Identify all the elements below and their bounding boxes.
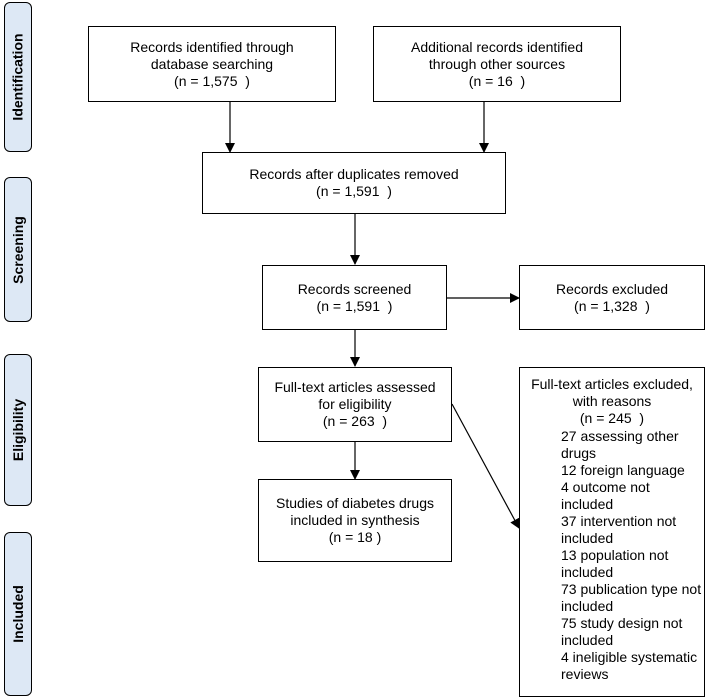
exclusion-reason: 4 ineligible systematic reviews [561, 649, 698, 682]
exclusion-reasons-list: 27 assessing other drugs 12 foreign lang… [520, 428, 704, 683]
exclusion-reason: 12 foreign language [561, 462, 685, 478]
stage-included: Included [4, 532, 32, 696]
box-fulltext-excluded: Full-text articles excluded, with reason… [519, 367, 705, 697]
box-records-excluded: Records excluded (n = 1,328 ) [519, 265, 705, 330]
exclusion-reason: 4 outcome not included [561, 479, 650, 512]
box-studies-included: Studies of diabetes drugs included in sy… [258, 479, 452, 562]
exclusion-reason: 73 publication type not included [561, 581, 702, 614]
box-fulltext-assessed: Full-text articles assessed for eligibil… [258, 367, 452, 442]
exclusion-reason: 75 study design not included [561, 615, 683, 648]
box-database-searching: Records identified through database sear… [88, 26, 336, 102]
exclusion-reason: 13 population not included [561, 547, 669, 580]
fulltext-excluded-heading: Full-text articles excluded, with reason… [531, 376, 693, 426]
box-records-screened: Records screened (n = 1,591 ) [262, 265, 447, 330]
stage-identification: Identification [4, 2, 32, 152]
stage-eligibility: Eligibility [4, 354, 32, 506]
box-other-sources: Additional records identified through ot… [373, 26, 621, 102]
box-after-duplicates: Records after duplicates removed (n = 1,… [202, 152, 506, 214]
exclusion-reason: 27 assessing other drugs [561, 428, 679, 461]
arrow-fulltext-to-excluded [451, 403, 520, 529]
stage-screening: Screening [4, 177, 32, 322]
exclusion-reason: 37 intervention not included [561, 513, 677, 546]
